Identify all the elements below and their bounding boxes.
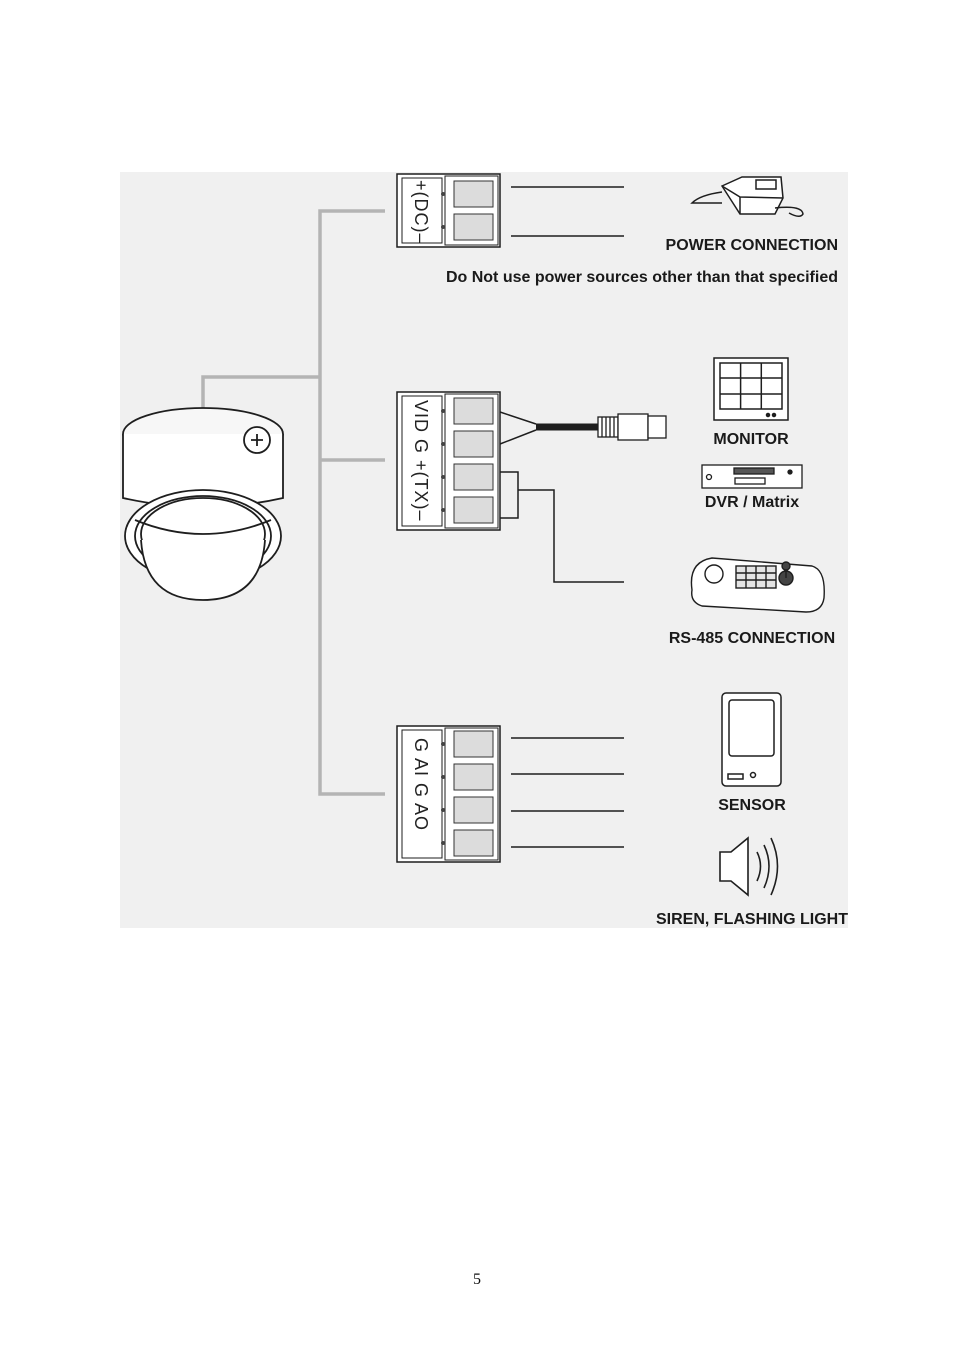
coax-cable [499, 411, 598, 445]
sensor-label: SENSOR [718, 797, 786, 814]
dvr-icon [701, 464, 803, 489]
rs485-connection-label: RS-485 CONNECTION [669, 630, 835, 647]
bnc-connector-icon [597, 413, 667, 441]
video-terminal-block: VID G +(TX)– [396, 391, 501, 531]
rs485-wires [500, 471, 624, 583]
video-terminal-text: VID G +(TX)– [411, 400, 431, 522]
dome-camera-icon [122, 407, 284, 601]
alarm-terminal-text: G AI G AO [411, 738, 431, 831]
page-number: 5 [473, 1271, 481, 1288]
siren-speaker-icon [719, 836, 779, 897]
connection-bus [201, 209, 385, 796]
monitor-icon [713, 357, 789, 421]
power-terminal-block: +(DC)– [396, 173, 501, 248]
power-terminal-text: +(DC)– [411, 180, 431, 245]
alarm-wires [511, 737, 624, 848]
siren-flashing-light-label: SIREN, FLASHING LIGHT [656, 911, 848, 928]
dvr-matrix-label: DVR / Matrix [705, 494, 799, 511]
alarm-terminal-block: G AI G AO [396, 725, 501, 863]
power-adapter-icon [690, 176, 804, 217]
sensor-icon [721, 692, 782, 787]
monitor-label: MONITOR [713, 431, 789, 448]
power-warning-text: Do Not use power sources other than that… [446, 269, 838, 286]
controller-keyboard-icon [690, 557, 825, 613]
power-wires [511, 186, 624, 237]
power-connection-label: POWER CONNECTION [666, 237, 838, 254]
